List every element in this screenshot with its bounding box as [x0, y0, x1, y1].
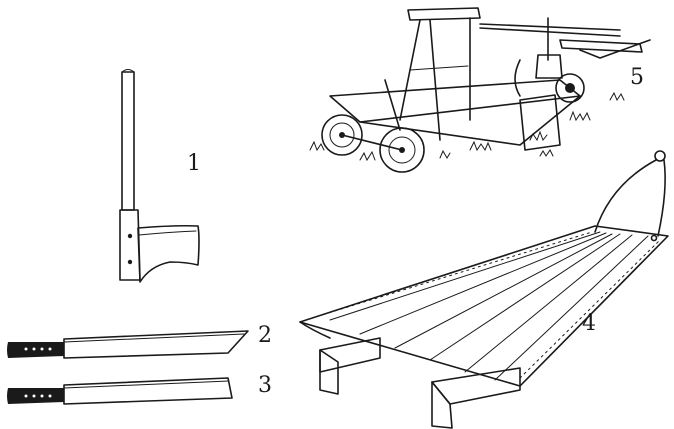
cane-sled-drawing — [299, 150, 669, 429]
square-machete-drawing — [7, 377, 233, 405]
label-5: 5 — [630, 65, 644, 90]
label-2: 2 — [258, 323, 272, 348]
pointed-machete-drawing — [7, 330, 249, 359]
label-1: 1 — [187, 151, 201, 176]
cane-machine-drawing — [309, 7, 651, 173]
hook-knife-drawing — [119, 69, 200, 283]
label-4: 4 — [582, 311, 596, 336]
label-3: 3 — [258, 373, 272, 398]
